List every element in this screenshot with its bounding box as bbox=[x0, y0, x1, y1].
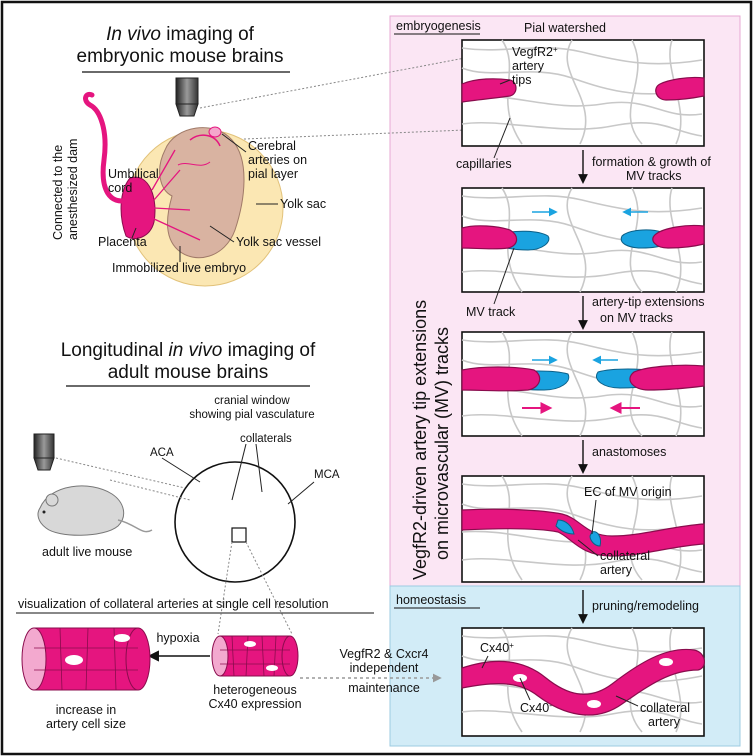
cranial-window bbox=[174, 461, 296, 583]
vegfr-label-3: maintenance bbox=[348, 681, 420, 695]
tips-label-2: artery bbox=[512, 59, 545, 73]
vertical-title-2: on microvascular (MV) tracks bbox=[432, 327, 452, 560]
embryo-title-line2: embryonic mouse brains bbox=[77, 46, 284, 67]
yolk-sac-label: Yolk sac bbox=[280, 197, 326, 211]
adult-title-line2: adult mouse brains bbox=[108, 362, 269, 383]
collaterals-label: collaterals bbox=[240, 433, 292, 445]
collateral-label-2: artery bbox=[600, 563, 633, 577]
tips-label-3: tips bbox=[512, 73, 531, 87]
hetero-label-2: Cx40 expression bbox=[208, 697, 301, 711]
cerebral-label-3: pial layer bbox=[248, 167, 298, 181]
connected-label-1: Connected to the bbox=[51, 145, 65, 240]
pial-watershed-label: Pial watershed bbox=[524, 21, 606, 35]
mca-label: MCA bbox=[314, 469, 340, 481]
tips-label-1: VegfR2+ bbox=[512, 45, 558, 60]
increase-label-2: artery cell size bbox=[46, 717, 126, 731]
window-label-2: showing pial vasculature bbox=[189, 409, 314, 421]
vertical-title-1: VegfR2-driven artery tip extensions bbox=[410, 300, 430, 580]
collateral-label-1: collateral bbox=[600, 549, 650, 563]
hetero-label-1: heterogeneous bbox=[213, 683, 296, 697]
step1-label-1: formation & growth of bbox=[592, 155, 711, 169]
hypoxia-label: hypoxia bbox=[156, 631, 199, 645]
microscope-objective-icon-2 bbox=[33, 433, 55, 471]
cx40-minus-label: Cx40- bbox=[520, 701, 552, 716]
step2-label-1: artery-tip extensions bbox=[592, 295, 705, 309]
panel-homeostasis bbox=[461, 627, 705, 737]
pruning-label: pruning/remodeling bbox=[592, 599, 699, 613]
embryo-section: In vivo imaging of embryonic mouse brain… bbox=[51, 24, 466, 287]
umbilical-label-1: Umbilical bbox=[108, 167, 159, 181]
collateral-bottom-label-2: artery bbox=[648, 715, 681, 729]
step2-label-2: on MV tracks bbox=[600, 311, 673, 325]
right-column: embryogenesis Pial watershed VegfR2-driv… bbox=[394, 19, 711, 737]
homeostasis-label: homeostasis bbox=[396, 593, 466, 607]
vegfr-label-1: VegfR2 & Cxcr4 bbox=[340, 647, 429, 661]
embryogenesis-label: embryogenesis bbox=[396, 19, 481, 33]
enlarged-artery bbox=[21, 627, 151, 691]
increase-label-1: increase in bbox=[56, 703, 116, 717]
adult-title-line1: Longitudinal in vivo imaging of bbox=[61, 340, 316, 361]
vegfr-label-2: independent bbox=[350, 661, 419, 675]
heterogeneous-artery bbox=[211, 635, 299, 677]
ec-origin-label: EC of MV origin bbox=[584, 485, 672, 499]
connected-label-2: anesthesized dam bbox=[66, 139, 80, 240]
embryo-body bbox=[159, 127, 245, 259]
step1-label-2: MV tracks bbox=[626, 169, 682, 183]
mv-track-label: MV track bbox=[466, 305, 516, 319]
panel-extensions bbox=[461, 331, 705, 437]
panel-anastomoses bbox=[461, 475, 705, 583]
embryo-label: Immobilized live embryo bbox=[112, 261, 246, 275]
step3-label: anastomoses bbox=[592, 445, 666, 459]
cx40-plus-label: Cx40+ bbox=[480, 641, 514, 656]
mouse-icon bbox=[37, 485, 153, 536]
embryo-title-line1: In vivo imaging of bbox=[106, 24, 255, 45]
visualization-section: visualization of collateral arteries at … bbox=[16, 541, 442, 731]
umbilical-cord bbox=[83, 91, 131, 204]
yolk-vessel-label: Yolk sac vessel bbox=[236, 235, 321, 249]
window-label-1: cranial window bbox=[214, 395, 290, 407]
capillaries-label: capillaries bbox=[456, 157, 512, 171]
panel-mv-tracks bbox=[461, 187, 705, 293]
placenta-label: Placenta bbox=[98, 235, 147, 249]
mouse-label: adult live mouse bbox=[42, 545, 132, 559]
zoom-box bbox=[231, 527, 247, 543]
cerebral-label-2: arteries on bbox=[248, 153, 307, 167]
aca-label: ACA bbox=[150, 447, 174, 459]
microscope-objective-icon bbox=[175, 77, 199, 117]
panel-watershed bbox=[461, 39, 705, 147]
cerebral-label-1: Cerebral bbox=[248, 139, 296, 153]
visualization-title: visualization of collateral arteries at … bbox=[18, 597, 329, 611]
placenta bbox=[120, 176, 156, 240]
collateral-bottom-label-1: collateral bbox=[640, 701, 690, 715]
umbilical-label-2: cord bbox=[108, 181, 132, 195]
adult-section: Longitudinal in vivo imaging of adult mo… bbox=[33, 340, 340, 586]
